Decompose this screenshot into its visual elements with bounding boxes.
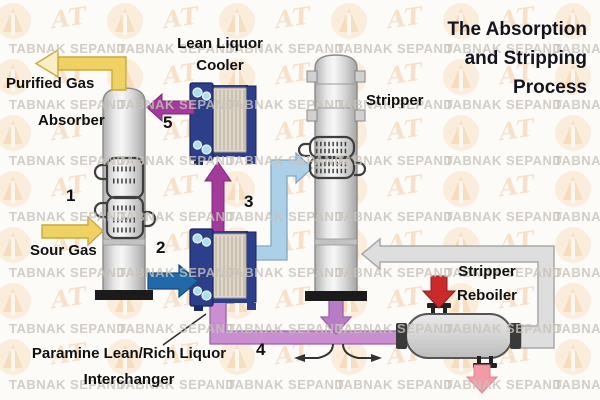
rich-liquor-to-stripper-pipe [249,151,313,261]
interchanger-label: Paramine Lean/Rich Liquor Interchanger [31,345,227,388]
absorber-label: Absorber [38,112,105,129]
step-4-label: 4 [256,340,266,359]
stripper-label: Stripper [366,92,424,109]
lean-liquor-cooler-label: Lean Liquor Cooler [177,35,263,74]
reboiler-condensate-out-arrow [465,364,499,394]
reboiler-right-nozzle [510,323,521,349]
purified-gas-arrowhead [34,48,59,79]
stripper-reboiler-label: Stripper Reboiler [456,263,517,304]
rich-liquor-arrow [147,263,199,299]
reboiler-vessel [396,303,521,368]
lean-liquor-cooler-exchanger [189,82,257,166]
sour-gas-label: Sour Gas [30,242,97,259]
step-3-label: 3 [244,192,254,211]
page-title: The Absorption and Stripping Process [447,19,587,98]
interchanger-to-cooler-arrow [204,161,232,233]
interchanger-label-leader-line [162,313,207,346]
stripper-bottoms-arrow [319,295,353,335]
step-5-label: 5 [163,113,173,132]
cooler-to-absorber-arrow [146,92,195,123]
lean-rich-interchanger-exchanger [189,228,257,312]
purified-gas-label: Purified Gas [6,75,95,92]
step-1-label: 1 [66,186,76,205]
drain-split-arrows [294,343,382,362]
reboiler-left-nozzle [396,323,407,349]
step-2-label: 2 [156,238,166,257]
sour-gas-arrow [41,215,105,247]
